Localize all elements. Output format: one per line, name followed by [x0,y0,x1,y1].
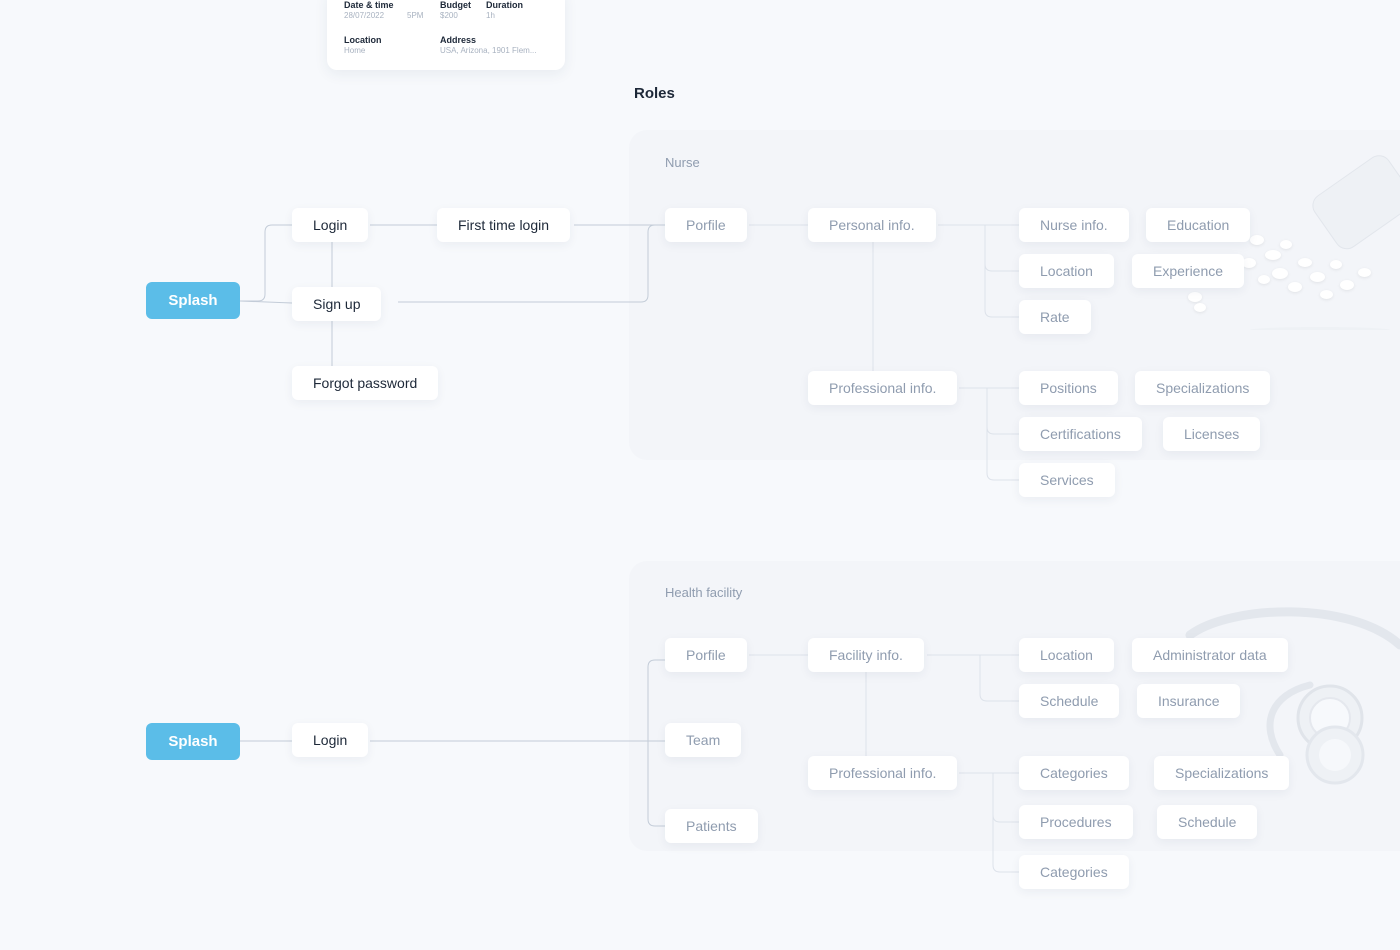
services-node[interactable]: Services [1019,463,1115,497]
personal-info-node[interactable]: Personal info. [808,208,936,242]
login-node[interactable]: Login [292,208,369,242]
date-time-label: Date & time [344,0,394,10]
professional-info-node[interactable]: Professional info. [808,371,958,405]
certifications-node[interactable]: Certifications [1019,417,1142,451]
rate-node[interactable]: Rate [1019,300,1091,334]
budget-label: Budget [440,0,471,10]
team-node[interactable]: Team [665,723,742,757]
procedures-node[interactable]: Procedures [1019,805,1133,839]
facility-specializations-node[interactable]: Specializations [1154,756,1290,790]
budget-value: $200 [440,11,458,20]
splash-button[interactable]: Splash [146,282,240,319]
profile-node[interactable]: Porfile [665,208,747,242]
facility-location-node[interactable]: Location [1019,638,1114,672]
facility-info-node[interactable]: Facility info. [808,638,924,672]
patients-node[interactable]: Patients [665,809,758,843]
facility-login-node[interactable]: Login [292,723,369,757]
categories-node[interactable]: Categories [1019,756,1129,790]
schedule-node[interactable]: Schedule [1019,684,1120,718]
first-time-login-node[interactable]: First time login [437,208,571,242]
nurse-panel [629,130,1400,460]
nurse-panel-label: Nurse [665,155,700,170]
specializations-node[interactable]: Specializations [1135,371,1271,405]
positions-node[interactable]: Positions [1019,371,1118,405]
time-value: 5PM [407,11,424,20]
schedule-2-node[interactable]: Schedule [1157,805,1258,839]
location-label: Location [344,35,382,45]
roles-title: Roles [634,85,675,102]
location-value: Home [344,46,366,55]
facility-professional-info-node[interactable]: Professional info. [808,756,958,790]
administrator-data-node[interactable]: Administrator data [1132,638,1288,672]
booking-card: Date & time 28/07/2022 5PM Budget $200 D… [327,0,565,70]
facility-profile-node[interactable]: Porfile [665,638,747,672]
nurse-info-node[interactable]: Nurse info. [1019,208,1129,242]
education-node[interactable]: Education [1146,208,1251,242]
categories-2-node[interactable]: Categories [1019,855,1129,889]
forgot-password-node[interactable]: Forgot password [292,366,439,400]
duration-label: Duration [486,0,523,10]
facility-splash-button[interactable]: Splash [146,723,240,760]
address-label: Address [440,35,477,45]
pills-bottle-icon [1180,140,1400,330]
date-value: 28/07/2022 [344,11,385,20]
insurance-node[interactable]: Insurance [1137,684,1241,718]
address-value: USA, Arizona, 1901 Flem... [440,46,537,55]
duration-value: 1h [486,11,495,20]
licenses-node[interactable]: Licenses [1163,417,1261,451]
stethoscope-icon [1170,605,1400,800]
location-node[interactable]: Location [1019,254,1114,288]
experience-node[interactable]: Experience [1132,254,1245,288]
sign-up-node[interactable]: Sign up [292,287,382,321]
facility-panel-label: Health facility [665,585,743,600]
